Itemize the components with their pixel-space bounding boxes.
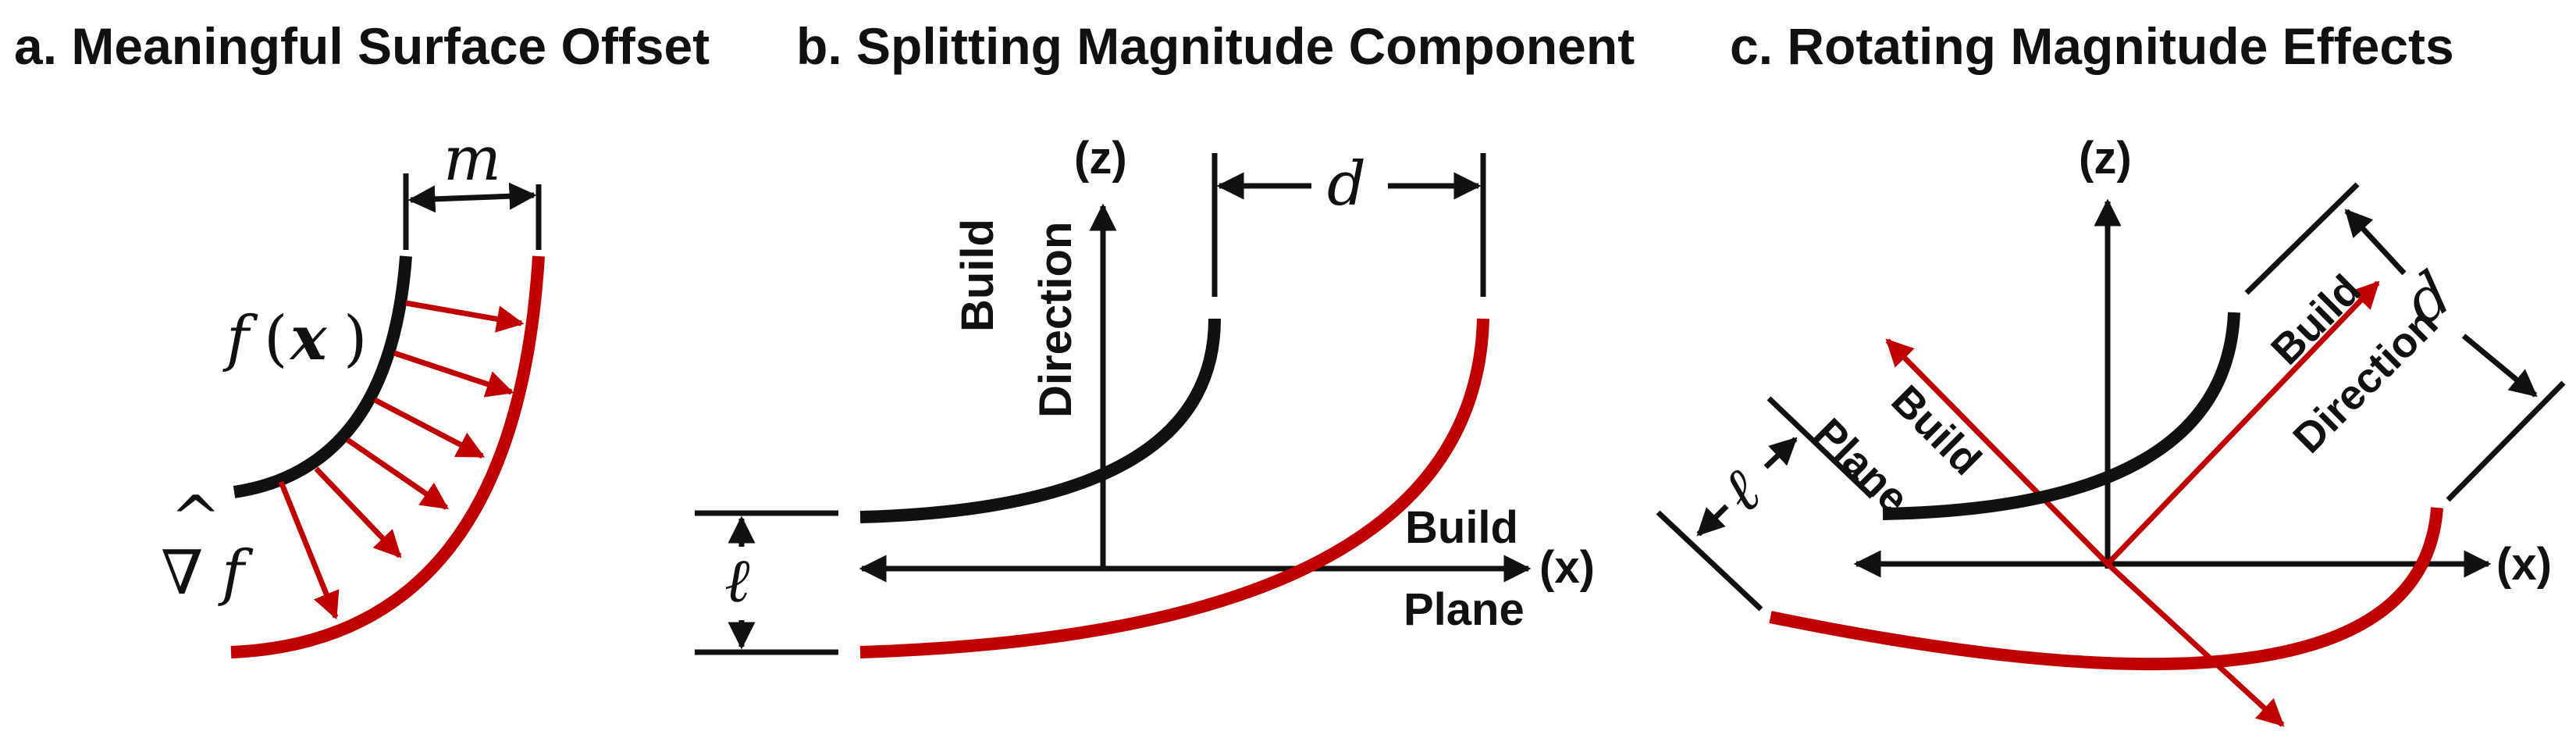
- d-dimension-arrow-upper: [2344, 209, 2407, 276]
- panel-b: b. Splitting Magnitude Component (z) (x)…: [695, 17, 1635, 658]
- open-paren: (: [264, 304, 287, 374]
- l-label: ℓ: [724, 546, 750, 616]
- build-direction-line2: Direction: [1030, 222, 1081, 418]
- m-label: m: [443, 124, 501, 194]
- panel-a-title: a. Meaningful Surface Offset: [14, 17, 710, 75]
- gradient-label: ^ ∇ f: [161, 483, 254, 608]
- close-paren: ): [343, 304, 367, 374]
- normal-arrow: [373, 397, 486, 459]
- d-extension-upper: [2244, 182, 2360, 295]
- l-extension-upper: [1767, 396, 1874, 499]
- rotated-build-direction-axis: [2105, 280, 2380, 566]
- hat-symbol: ^: [170, 483, 221, 554]
- l-dimension-arrow-lower: [1696, 504, 1729, 537]
- x-axis-label: (x): [1539, 542, 1595, 593]
- normal-arrow: [314, 466, 402, 558]
- surface-curve-black: [859, 318, 1221, 523]
- f-of-x-label: f ( x ): [222, 303, 367, 374]
- x-axis-label: (x): [2496, 539, 2552, 590]
- build-direction-line1: Build: [2262, 266, 2370, 374]
- z-axis-label: (z): [1074, 133, 1127, 184]
- build-direction-label: Build Direction: [952, 219, 1081, 418]
- offset-curve-red: [230, 255, 545, 658]
- normal-arrow: [393, 350, 514, 398]
- panel-b-title: b. Splitting Magnitude Component: [796, 17, 1635, 75]
- d-label: d: [1327, 149, 1366, 219]
- grad-f-symbol: f: [218, 538, 254, 608]
- m-dimension-arrow: [407, 182, 537, 213]
- x-symbol: x: [289, 303, 328, 374]
- build-plane-line2: Plane: [1404, 584, 1525, 635]
- normal-arrow: [278, 480, 340, 620]
- nabla-symbol: ∇: [161, 538, 203, 608]
- build-plane-line1: Build: [1405, 502, 1518, 553]
- panel-c-title: c. Rotating Magnitude Effects: [1730, 17, 2454, 75]
- normal-arrow: [405, 300, 525, 333]
- offset-curve-red: [859, 318, 1489, 658]
- f-symbol: f: [222, 304, 258, 374]
- surface-curve-black: [233, 255, 412, 498]
- normal-arrows: [278, 300, 525, 620]
- d-extension-lower: [2446, 380, 2566, 502]
- z-axis-label: (z): [2079, 133, 2132, 184]
- build-direction-line1: Build: [952, 219, 1003, 332]
- rotated-build-plane-axis: [1885, 338, 2110, 566]
- offset-curve-red: [1769, 507, 2443, 671]
- surface-curve-black: [1882, 312, 2240, 520]
- l-extension-lower: [1656, 510, 1763, 612]
- rotated-build-plane-axis-extension: [2105, 562, 2285, 727]
- normal-arrow: [346, 437, 449, 510]
- d-dimension-arrow-lower: [2461, 334, 2538, 398]
- panel-c: c. Rotating Magnitude Effects (z) (x) Bu…: [1656, 17, 2566, 727]
- panel-a: a. Meaningful Surface Offset m f ( x ): [14, 17, 710, 658]
- l-dimension-arrow-upper: [1763, 437, 1798, 469]
